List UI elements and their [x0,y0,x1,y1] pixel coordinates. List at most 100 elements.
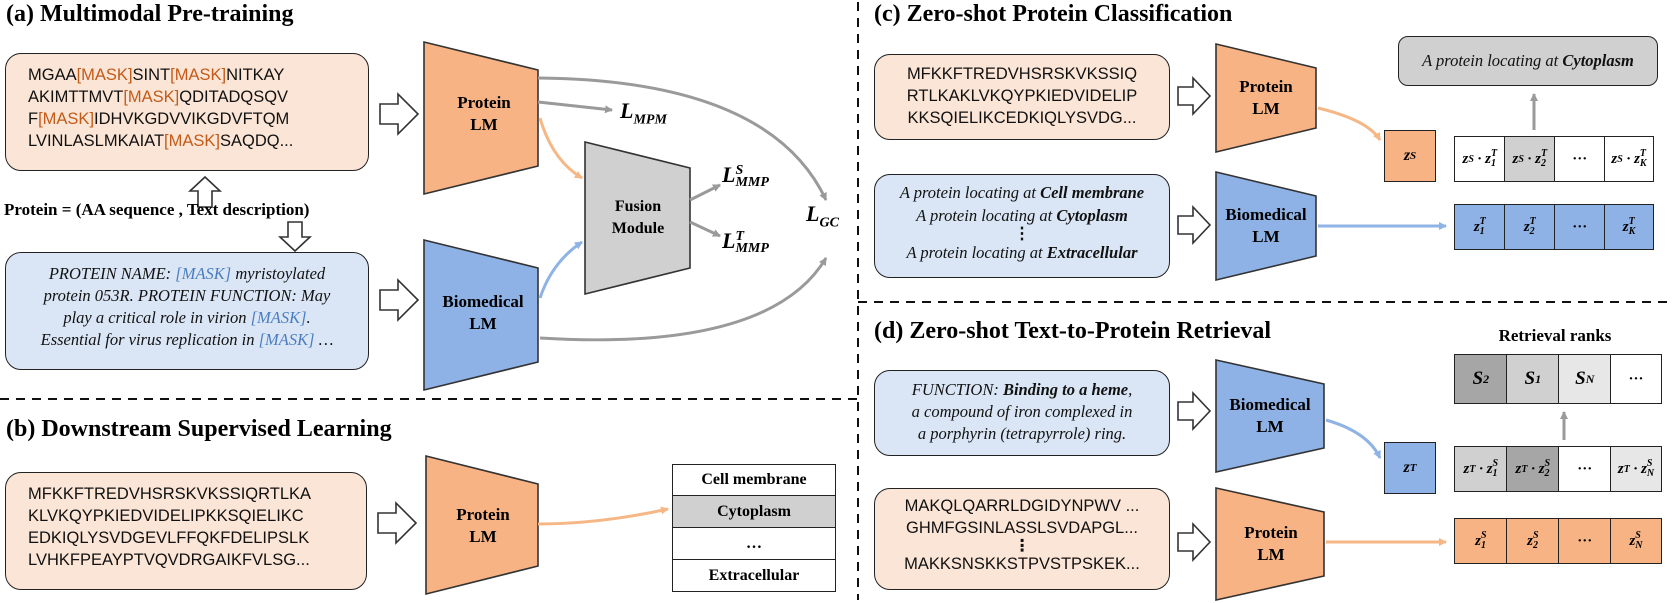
loss-mpm: LMPM [620,98,667,128]
biomedical-lm-d [1215,359,1325,473]
a-text-line: PROTEIN NAME: [MASK] myristoylated [48,264,326,283]
arrow-protein-gc [537,76,828,201]
d-text-box: FUNCTION: Binding to a heme, a compound … [874,370,1170,456]
c-sequence-lines: MFKKFTREDVHSRSKVKSSIQ RTLKAKLVKQYPKIEDVI… [906,65,1138,127]
mask-token: [MASK] [38,110,95,128]
protein-lm-b [425,454,539,596]
arrow-bio-to-fusion [538,240,583,299]
d-score-cell-3: ··· [1558,446,1612,492]
d-text-lines: FUNCTION: Binding to a heme, a compound … [911,380,1133,443]
c-result-box: A protein locating at Cytoplasm [1398,36,1658,86]
d-prot-emb-cell-3: ··· [1558,518,1612,564]
c-result-text: A protein locating at Cytoplasm [1422,51,1634,70]
a-seq-line: MGAA[MASK]SINT[MASK]NITKAY [28,66,285,84]
protein-lm-c [1215,42,1317,154]
c-prompt-3: A protein locating at Extracellular [906,243,1138,262]
mask-token: [MASK] [164,132,220,150]
class-cell-membrane: Cell membrane [672,464,836,496]
d-sequence-box: MAKQLQARRLDGIDYNPWV ... GHMFGSINLASSLSVD… [874,488,1170,590]
biomedical-lm-c [1215,170,1317,282]
mask-token: [MASK] [250,308,307,327]
c-text-emb-cell-3: ··· [1554,204,1606,250]
b-sequence-lines: MFKKFTREDVHSRSKVKSSIQRTLKA KLVKQYPKIEDVI… [28,485,312,569]
a-text-lines: PROTEIN NAME: [MASK] myristoylated protei… [12,263,362,351]
section-c-title: (c) Zero-shot Protein Classification [874,1,1233,27]
a-seq-line: AKIMTTMVT[MASK]QDITADQSQV [28,88,289,106]
c-prompt-1: A protein locating at Cell membrane [899,183,1145,202]
d-rank-cell-4: ··· [1610,354,1662,404]
arrow-mmp-s [689,183,721,202]
mask-token: [MASK] [123,88,180,106]
hollow-arrow-a-text [379,278,420,322]
a-sequence-box: MGAA[MASK]SINT[MASK]NITKAY AKIMTTMVT[MASK… [5,53,369,171]
arrow-mmp-t [689,220,721,238]
a-sequence-lines: MGAA[MASK]SINT[MASK]NITKAY AKIMTTMVT[MASK… [28,64,368,152]
class-ellipsis: … [672,528,836,560]
protein-lm-a [423,40,539,196]
a-seq-line: F[MASK]IDHVKGDVVIKGDVFTQM [28,110,290,128]
b-sequence-box: MFKKFTREDVHSRSKVKSSIQRTLKA KLVKQYPKIEDVI… [5,472,367,590]
a-text-line: play a critical role in virion [MASK]. [63,308,311,327]
arrow-bio-gc [539,257,828,342]
hollow-arrow-a-up [187,175,223,208]
a-text-box: PROTEIN NAME: [MASK] myristoylated protei… [5,252,369,370]
section-a-title: (a) Multimodal Pre-training [6,1,294,27]
c-score-cell-3: ··· [1554,136,1606,182]
arrow-mpm [537,100,613,114]
arrow-protein-to-fusion [538,117,583,180]
hollow-arrow-a-down [277,221,313,253]
section-d-title: (d) Zero-shot Text-to-Protein Retrieval [874,318,1272,344]
class-cytoplasm: Cytoplasm [672,496,836,528]
a-text-line: protein 053R. PROTEIN FUNCTION: May [43,286,331,305]
retrieval-ranks-title: Retrieval ranks [1498,326,1612,345]
c-prompt-box: A protein locating at Cell membrane A pr… [874,174,1170,278]
protein-equation: Protein = (AA sequence , Text descriptio… [4,200,310,219]
hollow-arrow-a-seq [379,92,420,136]
c-prompt-2: A protein locating at Cytoplasm [916,206,1128,225]
hollow-arrow-c-seq [1177,75,1212,117]
d-sequence-lines: MAKQLQARRLDGIDYNPWV ... GHMFGSINLASSLSVD… [904,497,1140,573]
mask-token: [MASK] [258,330,315,349]
fusion-module [584,140,691,296]
a-seq-line: LVINLASLMKAIAT[MASK]SAQDQ... [28,132,294,150]
section-b-title: (b) Downstream Supervised Learning [6,416,392,442]
mask-token: [MASK] [170,66,227,84]
arrow-d-bio-to-zt [1325,418,1382,459]
c-prompt-lines: A protein locating at Cell membrane A pr… [875,181,1169,264]
protein-lm-d [1215,487,1325,601]
c-prompt-vdots: ⋮ [1013,224,1031,243]
hollow-arrow-b [377,501,418,545]
a-text-line: Essential for virus replication in [MASK… [40,330,334,349]
loss-gc: LGC [806,201,839,231]
hollow-arrow-d-seq [1177,521,1212,563]
arrow-c-protein-to-zs [1317,106,1382,141]
hollow-arrow-d-text [1177,390,1212,432]
